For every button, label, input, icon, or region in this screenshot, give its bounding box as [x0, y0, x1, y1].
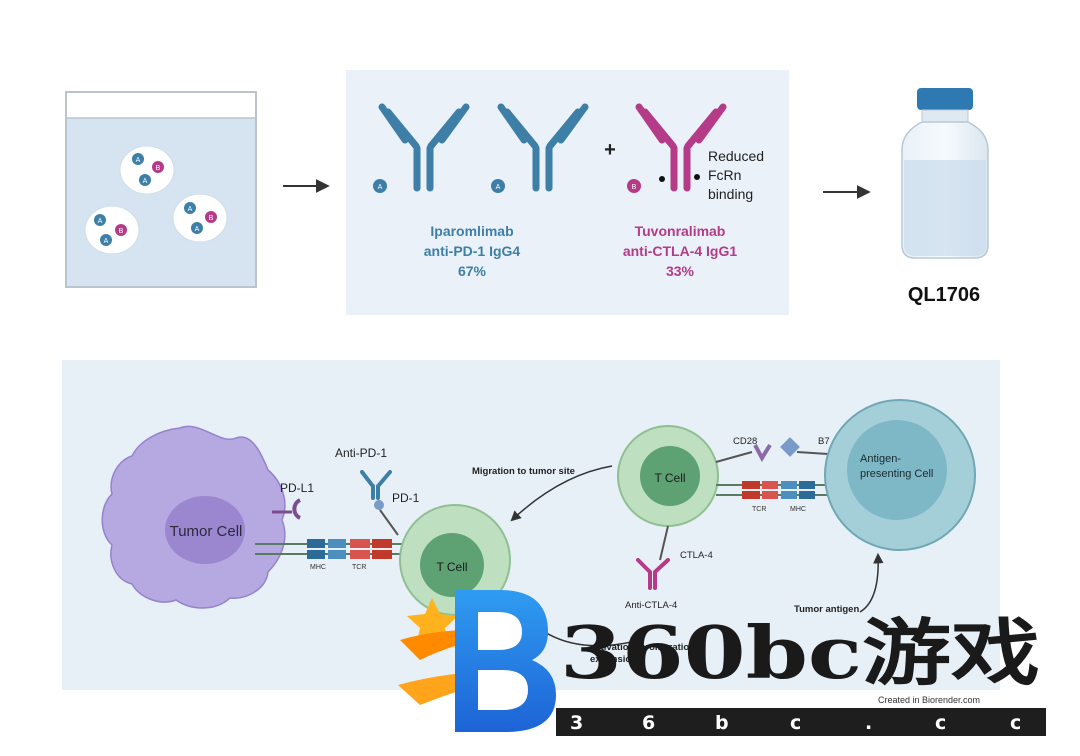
tumor-cell-label: Tumor Cell [170, 523, 243, 540]
tuvonralimab-name: Tuvonralimab [635, 223, 726, 239]
svg-text:.: . [865, 712, 872, 734]
svg-text:A: A [195, 226, 200, 233]
expansion-label: expansion [590, 654, 637, 665]
chain-b-marker [627, 179, 641, 193]
product-label: QL1706 [908, 284, 980, 306]
fcrn-note: Reduced FcRn binding [708, 148, 764, 202]
tuvonralimab-target: anti-CTLA-4 IgG1 [623, 243, 738, 259]
plus-sign: + [604, 139, 616, 161]
t-cell-right [617, 425, 719, 527]
swoosh-icon [400, 629, 520, 660]
mhc-tcr-complex-left [255, 539, 405, 559]
pd-l1-label: PD-L1 [280, 481, 314, 495]
mhc-label-left: MHC [310, 564, 326, 571]
anti-pd1-antibody-icon [360, 470, 392, 500]
chain-a-marker [491, 179, 505, 193]
svg-text:FcRn: FcRn [708, 167, 741, 183]
antibody-icon-ctla4 [635, 103, 727, 192]
svg-text:A: A [136, 157, 141, 164]
pd-l1-receptor [272, 498, 302, 520]
svg-text:6: 6 [642, 712, 655, 734]
apc-label-line1: Antigen- [860, 453, 901, 465]
antibody-icon-pd1 [497, 103, 589, 192]
mutation-dot [694, 174, 700, 180]
svg-text:A: A [496, 184, 501, 191]
chain-a-marker [132, 153, 144, 165]
svg-text:B: B [156, 165, 161, 172]
ctla4-label: CTLA-4 [680, 550, 713, 561]
ctla4-receptor [659, 525, 669, 561]
svg-text:c: c [1010, 712, 1021, 734]
antigen-presenting-cell [824, 399, 976, 551]
bispecific-particle: A B A [119, 145, 175, 195]
tuvonralimab-ratio: 33% [666, 263, 695, 279]
svg-text:A: A [98, 218, 103, 225]
bottle-icon [901, 88, 989, 259]
anti-ctla4-label: Anti-CTLA-4 [625, 600, 677, 611]
migration-label: Migration to tumor site [472, 466, 575, 477]
svg-text:A: A [378, 184, 383, 191]
t-cell-right-label: T Cell [654, 471, 685, 485]
svg-text:binding: binding [708, 186, 753, 202]
apc-label-line2: presenting Cell [860, 468, 933, 480]
b7-ligand [780, 437, 829, 457]
iparomlimab-target: anti-PD-1 IgG4 [424, 243, 521, 259]
pd-1-label: PD-1 [392, 491, 420, 505]
tumor-antigen-label: Tumor antigen [794, 604, 859, 615]
svg-text:c: c [790, 712, 801, 734]
iparomlimab-ratio: 67% [458, 263, 487, 279]
svg-text:b: b [715, 712, 729, 734]
bispecific-particle: A B A [172, 193, 228, 243]
culture-well [65, 91, 257, 288]
bispecific-particle: A B A [84, 205, 140, 255]
tcr-label-left: TCR [352, 564, 366, 571]
mhc-tcr-complex-right [716, 481, 830, 499]
svg-text:A: A [188, 206, 193, 213]
chain-a-marker [373, 179, 387, 193]
t-cell-left-label: T Cell [436, 560, 467, 574]
b7-label: B7 [818, 436, 830, 447]
biorender-credit: Created in Biorender.com [878, 695, 980, 705]
mutation-dot [659, 176, 665, 182]
svg-text:B: B [209, 215, 214, 222]
svg-text:3: 3 [570, 712, 583, 734]
tumor-antigen-arrow [859, 552, 884, 613]
cd28-receptor [715, 443, 772, 463]
activation-label: activation, proliferation T [590, 642, 704, 653]
mhc-label-right: MHC [790, 506, 806, 513]
anti-pd1-label: Anti-PD-1 [335, 446, 387, 460]
svg-text:A: A [104, 238, 109, 245]
migration-arrow [510, 465, 613, 522]
t-cell-left [399, 504, 511, 616]
svg-text:B: B [119, 228, 124, 235]
svg-text:B: B [632, 184, 637, 191]
svg-text:Reduced: Reduced [708, 148, 764, 164]
watermark-brand: 360bc游戏 [560, 610, 1040, 695]
tumor-cell [101, 425, 286, 609]
watermark-logo [398, 590, 556, 732]
watermark-domain: 3 6 b c . c c [570, 712, 1021, 734]
pd-1-receptor [374, 500, 399, 536]
anti-ctla4-antibody-icon [636, 558, 670, 590]
iparomlimab-name: Iparomlimab [430, 223, 513, 239]
svg-text:c: c [935, 712, 946, 734]
chain-a-marker [139, 174, 151, 186]
cd28-label: CD28 [733, 436, 757, 447]
watermark-domain-bar [556, 708, 1046, 736]
svg-text:A: A [143, 178, 148, 185]
antibody-icon-pd1 [378, 103, 470, 192]
tcr-label-right: TCR [752, 506, 766, 513]
chain-b-marker [152, 161, 164, 173]
